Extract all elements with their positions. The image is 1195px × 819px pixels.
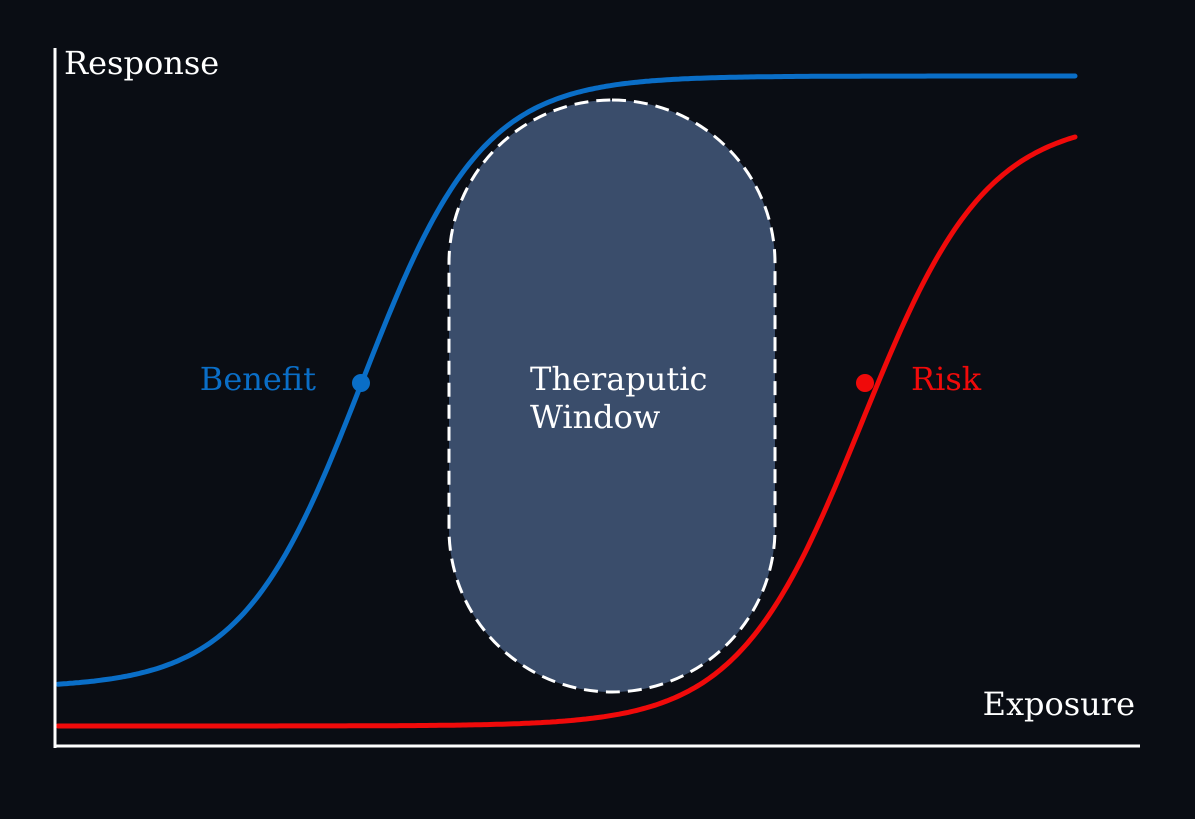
window-label-line2: Window <box>530 398 660 436</box>
risk-inflection-point <box>856 374 874 392</box>
risk-label: Risk <box>911 360 982 398</box>
x-axis-label: Exposure <box>983 685 1135 723</box>
benefit-inflection-point <box>352 374 370 392</box>
y-axis-label: Response <box>64 44 219 82</box>
window-label-line1: Theraputic <box>530 360 707 398</box>
risk-curve <box>55 134 1078 729</box>
benefit-curve <box>55 73 1078 687</box>
therapeutic-window-shape <box>447 98 777 694</box>
benefit-label: Benefit <box>200 360 316 398</box>
